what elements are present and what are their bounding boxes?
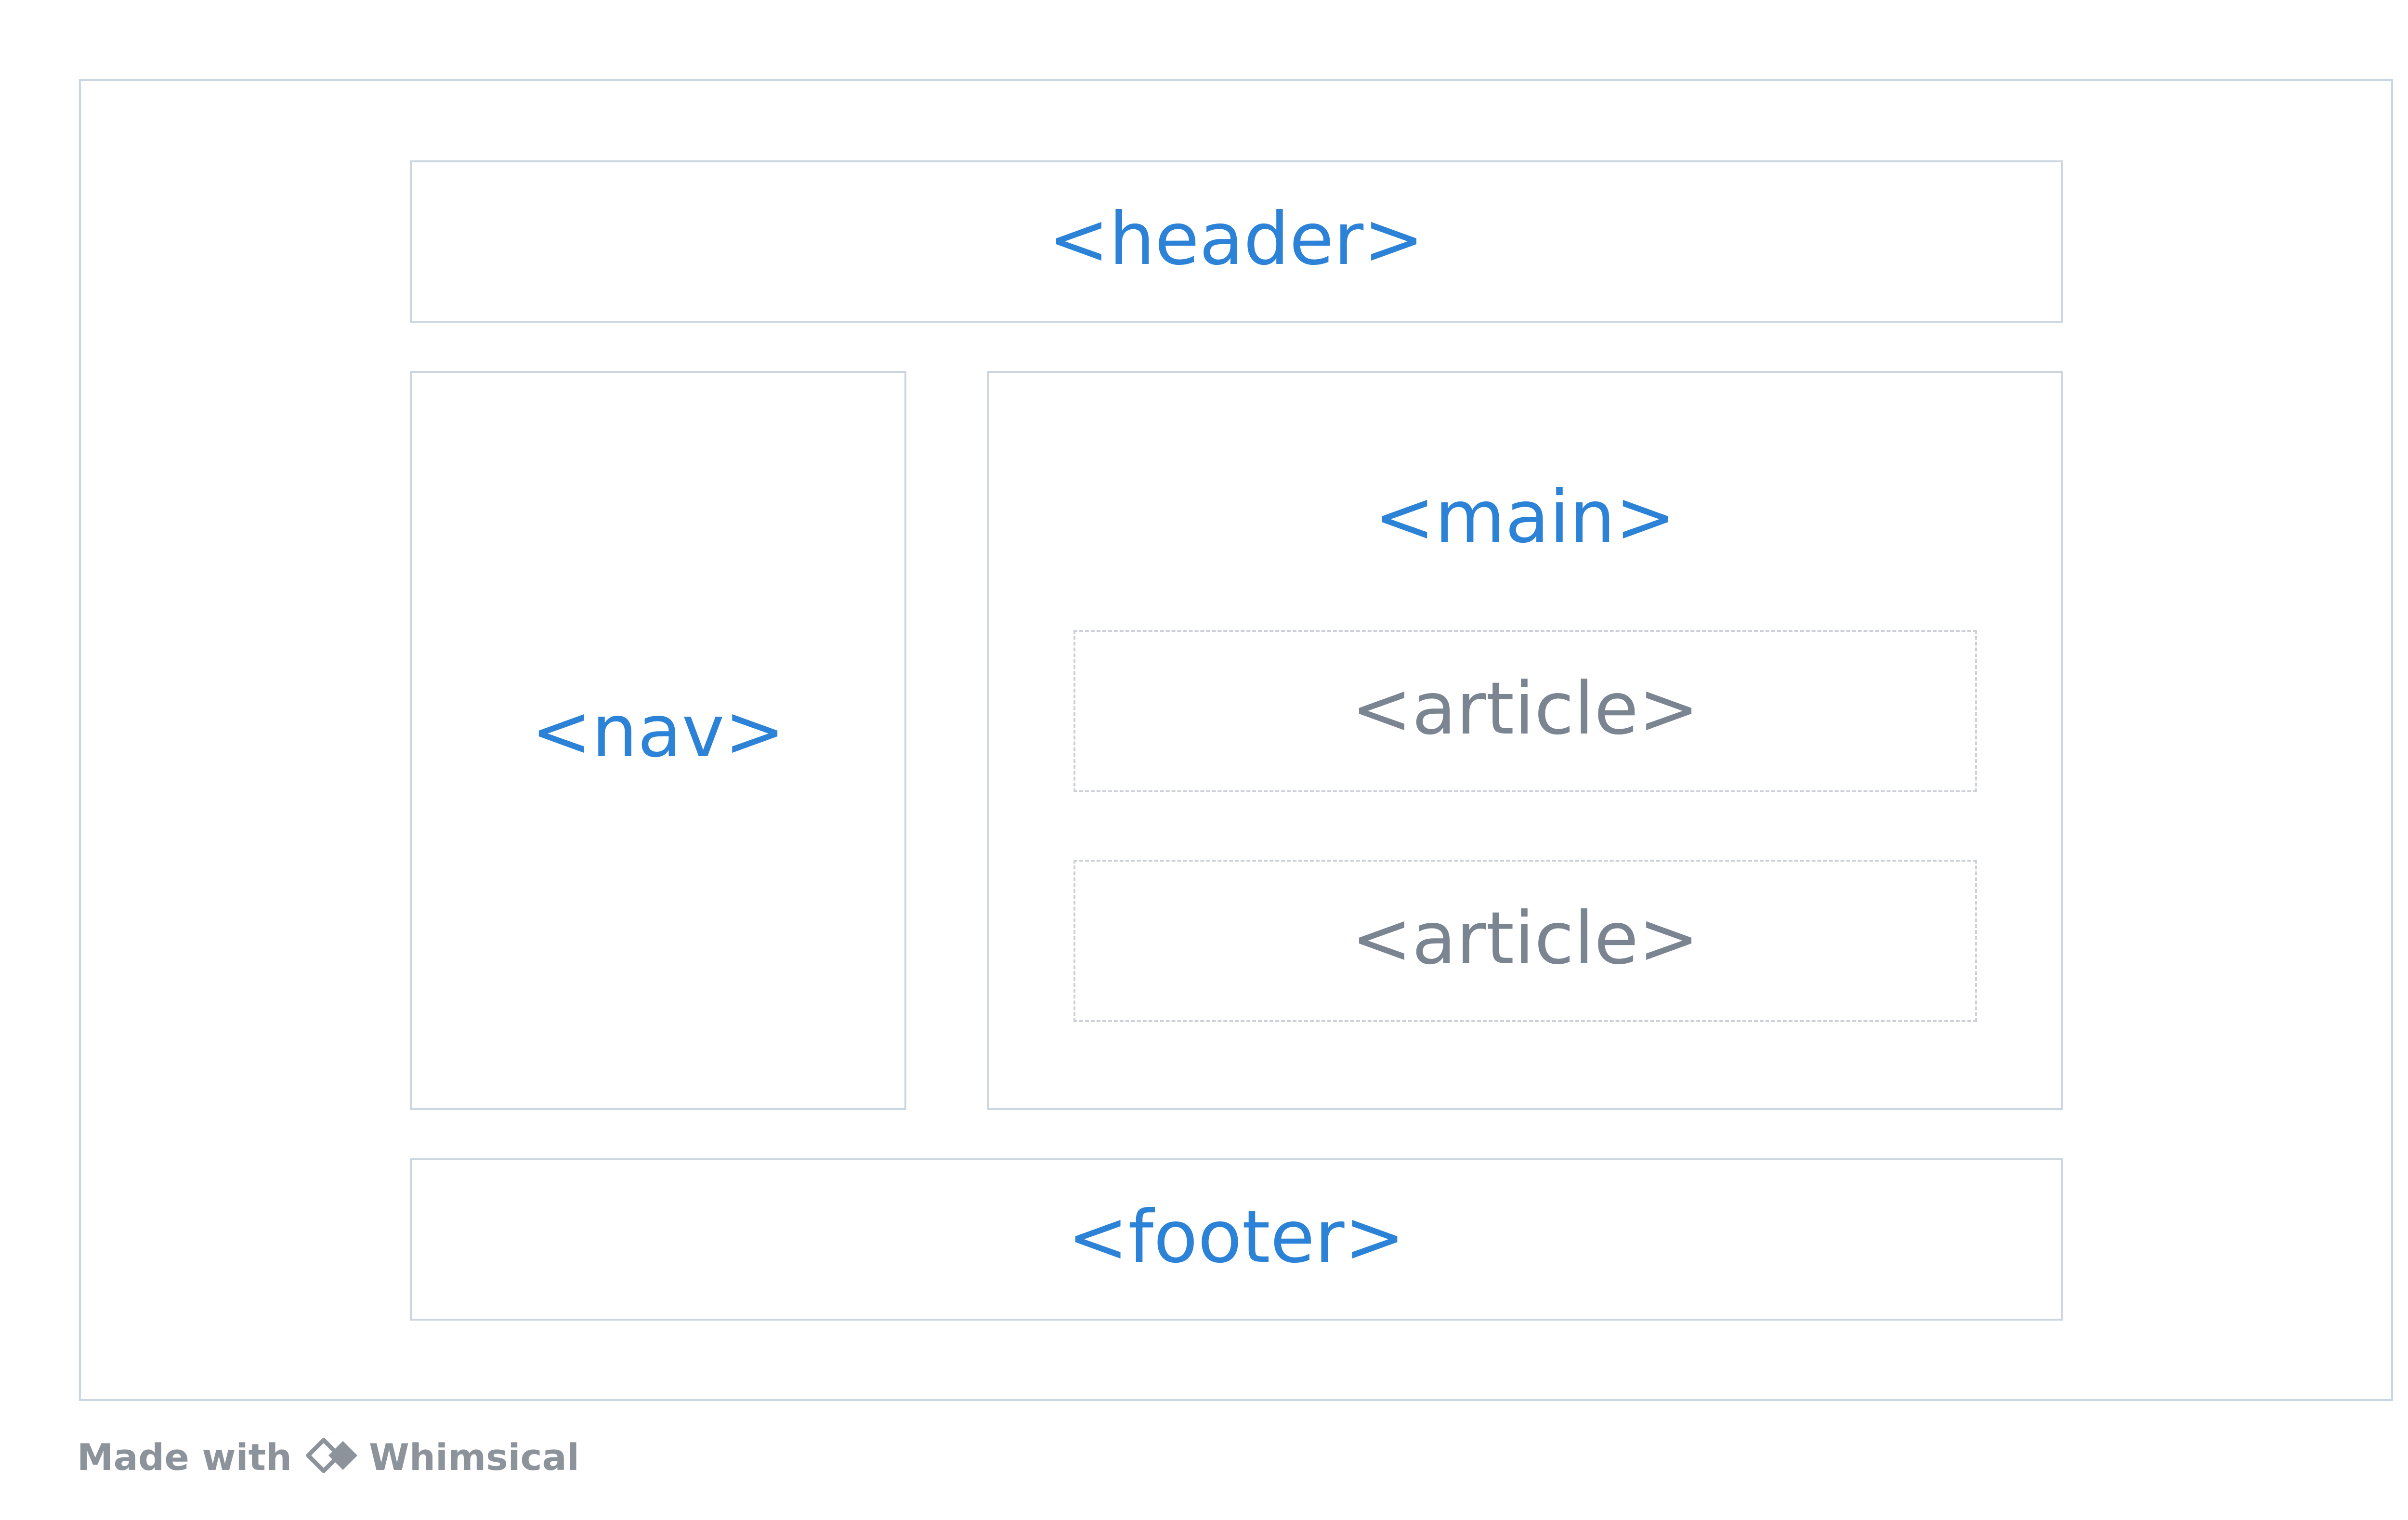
page-layout-frame (79, 79, 2393, 1401)
footer-block: <footer> (410, 1158, 2063, 1321)
header-label: <header> (1048, 197, 1424, 281)
article-label: <article> (1351, 897, 1699, 981)
nav-block: <nav> (410, 371, 906, 1110)
main-label: <main> (1374, 475, 1676, 559)
whimsical-brand-text: Whimsical (369, 1435, 579, 1479)
made-with-whimsical-credit[interactable]: Made with Whimsical (77, 1433, 579, 1481)
article-label: <article> (1351, 667, 1699, 751)
footer-label: <footer> (1067, 1195, 1405, 1279)
article-block: <article> (1073, 860, 1977, 1022)
whimsical-logo-icon (306, 1438, 358, 1473)
nav-label: <nav> (531, 690, 785, 773)
header-block: <header> (410, 160, 2063, 323)
article-block: <article> (1073, 630, 1977, 792)
made-with-text: Made with (77, 1435, 292, 1479)
